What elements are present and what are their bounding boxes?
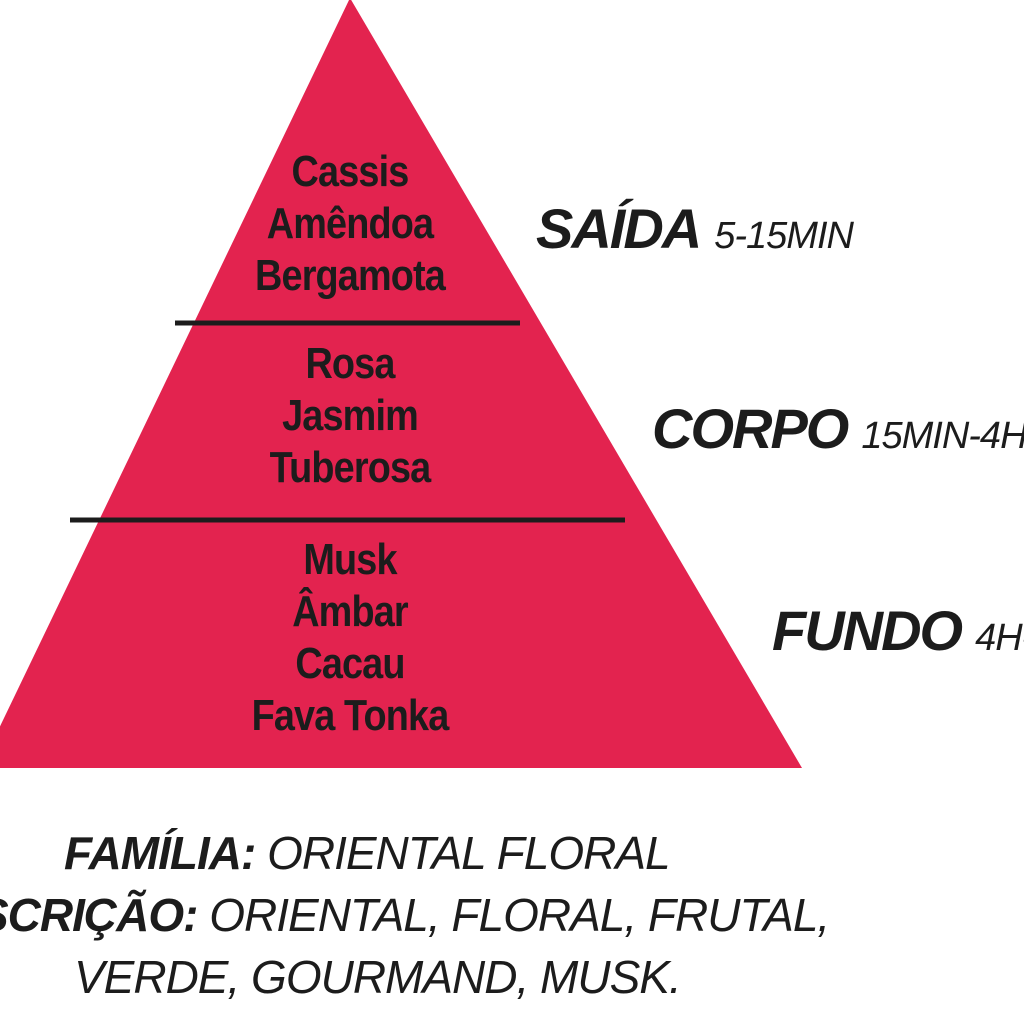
stage-name: FUNDO xyxy=(772,599,963,662)
stage-label-fundo: FUNDO 4H- xyxy=(772,598,1024,663)
note-bergamota: Bergamota xyxy=(255,251,446,300)
note-rosa: Rosa xyxy=(305,339,395,388)
family-label: FAMÍLIA: xyxy=(64,827,256,879)
stage-label-corpo: CORPO 15MIN-4H xyxy=(652,396,1024,461)
stage-name: CORPO xyxy=(652,397,849,460)
description-line-2: VERDE, GOURMAND, MUSK. xyxy=(74,950,682,1004)
stage-label-saida: SAÍDA 5-15MIN xyxy=(536,196,854,261)
pyramid-triangle xyxy=(0,0,802,768)
note-tuberosa: Tuberosa xyxy=(269,443,431,492)
stage-name: SAÍDA xyxy=(536,197,702,260)
note-amendoa: Amêndoa xyxy=(266,199,434,248)
base-notes-list: Musk Âmbar Cacau Fava Tonka xyxy=(221,534,479,742)
family-line: FAMÍLIA: ORIENTAL FLORAL xyxy=(64,826,671,880)
description-value-line1: ORIENTAL, FLORAL, FRUTAL, xyxy=(197,889,830,941)
description-label: SCRIÇÃO: xyxy=(0,889,198,941)
top-notes-list: Cassis Amêndoa Bergamota xyxy=(221,146,479,302)
note-jasmim: Jasmim xyxy=(282,391,419,440)
stage-duration: 5-15MIN xyxy=(714,215,854,257)
description-line: SCRIÇÃO: ORIENTAL, FLORAL, FRUTAL, xyxy=(0,888,830,942)
note-cacau: Cacau xyxy=(295,639,405,688)
description-value-line2: VERDE, GOURMAND, MUSK. xyxy=(74,951,682,1003)
note-musk: Musk xyxy=(303,535,397,584)
note-cassis: Cassis xyxy=(291,147,410,196)
heart-notes-list: Rosa Jasmim Tuberosa xyxy=(221,338,479,494)
note-ambar: Âmbar xyxy=(292,587,408,636)
family-value: ORIENTAL FLORAL xyxy=(255,827,671,879)
stage-duration: 15MIN-4H xyxy=(861,415,1024,457)
stage-duration: 4H- xyxy=(975,617,1024,659)
note-fava-tonka: Fava Tonka xyxy=(251,691,450,740)
